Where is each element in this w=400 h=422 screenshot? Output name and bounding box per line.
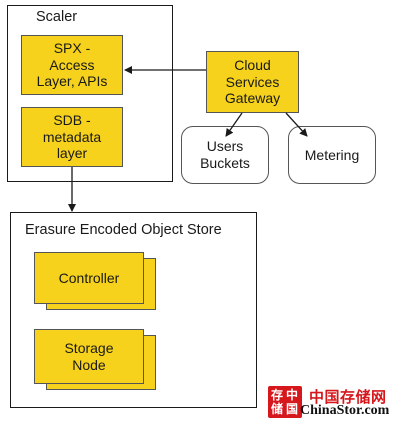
scaler-title: Scaler [36, 9, 78, 25]
watermark-site-text: ChinaStor.com [300, 403, 390, 418]
watermark-seal-char-1: 存 [271, 388, 284, 402]
controller-box: Controller [34, 252, 144, 304]
watermark-seal: 存 中 储 国 [268, 386, 302, 418]
cloud-services-gateway-box: Cloud Services Gateway [206, 51, 299, 113]
watermark-seal-char-2: 中 [286, 388, 299, 402]
spx-access-layer-box: SPX - Access Layer, APIs [21, 35, 123, 95]
storage-node-box: Storage Node [34, 329, 144, 384]
sdb-metadata-layer-box: SDB - metadata layer [21, 107, 123, 167]
watermark-chinese-text: 中国存储网 [309, 389, 387, 406]
watermark-seal-char-4: 国 [286, 402, 299, 416]
watermark-seal-char-3: 储 [271, 402, 284, 416]
metering-box: Metering [288, 126, 376, 184]
object-store-title: Erasure Encoded Object Store [25, 222, 222, 238]
users-buckets-box: Users Buckets [181, 126, 269, 184]
